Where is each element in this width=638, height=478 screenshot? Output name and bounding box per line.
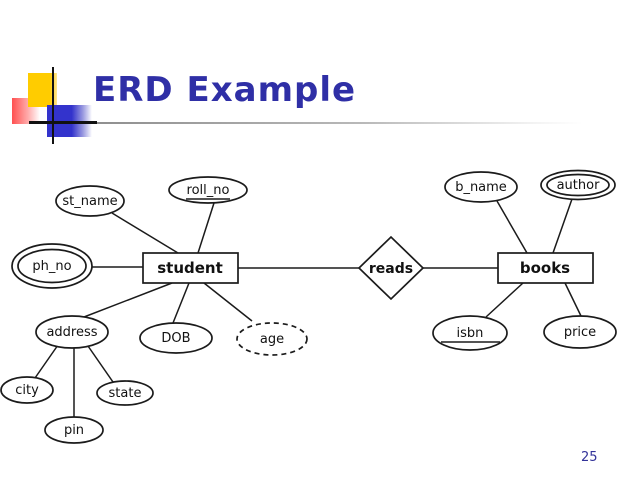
attribute-st-name-ellipse	[55, 185, 125, 217]
attribute-ph-no-inner-ellipse	[17, 248, 87, 284]
attribute-b-name-label: b_name	[455, 180, 507, 195]
connector-address-state	[87, 345, 114, 383]
relationship-reads-label: reads	[369, 261, 413, 277]
entity-books-label: books	[520, 259, 570, 277]
attribute-st-name-label: st_name	[62, 194, 117, 209]
attribute-price-label: price	[564, 325, 596, 340]
connector-books-price	[564, 282, 582, 317]
attribute-dob-ellipse	[139, 322, 213, 354]
relationship-reads-diamond	[357, 235, 425, 301]
entity-books-box	[497, 252, 594, 284]
attribute-state-ellipse	[96, 380, 154, 406]
attribute-state-label: state	[109, 386, 142, 401]
page-number: 25	[581, 450, 598, 465]
entity-student-label: student	[157, 259, 223, 277]
attribute-author-label: author	[557, 178, 600, 193]
attribute-price-ellipse	[543, 315, 617, 349]
connector-student-dob	[172, 282, 190, 324]
attribute-ph-no-label: ph_no	[32, 259, 71, 274]
attribute-age-derived-ellipse	[236, 322, 308, 356]
decoration-vertical-line	[52, 67, 54, 144]
connector-student-address	[83, 282, 173, 318]
connector-roll-no-student	[197, 202, 215, 254]
attribute-roll-no-label: roll_no	[187, 183, 230, 198]
attribute-pin-label: pin	[64, 423, 84, 438]
title-underline-black	[29, 121, 97, 124]
slide-title: ERD Example	[93, 70, 357, 110]
attribute-dob-label: DOB	[161, 331, 190, 346]
attribute-pin-ellipse	[44, 416, 104, 444]
connector-books-isbn	[485, 282, 524, 318]
erd-diagram: student books reads st_name roll_no ph_n…	[0, 169, 617, 444]
attribute-city-label: city	[15, 383, 39, 398]
entity-student-box	[142, 252, 239, 284]
connector-student-age	[203, 282, 253, 322]
attribute-author-inner-ellipse	[546, 173, 610, 197]
attribute-address-ellipse	[35, 315, 109, 349]
title-underline-gray	[97, 122, 583, 124]
attribute-address-label: address	[46, 325, 97, 340]
attribute-isbn-label: isbn	[457, 326, 484, 341]
attribute-city-ellipse	[0, 376, 54, 404]
connector-address-city	[34, 344, 59, 379]
attribute-roll-no-ellipse	[168, 176, 248, 204]
attribute-age-label: age	[260, 332, 284, 347]
connector-author-books	[552, 198, 573, 254]
connector-st-name-student	[111, 212, 179, 254]
connector-b-name-books	[496, 200, 528, 254]
attribute-b-name-ellipse	[444, 171, 518, 203]
